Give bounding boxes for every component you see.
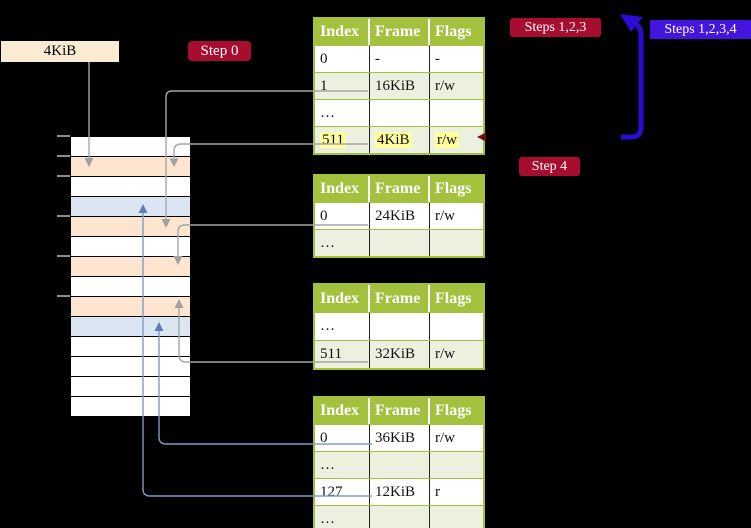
table-cell: … [315, 452, 370, 478]
table-cell: 511 [315, 341, 370, 368]
memory-frame-row-peach [71, 257, 190, 277]
memory-frame-row-white [71, 137, 190, 157]
column-header: Index [315, 285, 370, 312]
tick-mark [57, 295, 70, 297]
table-cell: 16KiB [370, 73, 430, 99]
table-cell [370, 100, 430, 126]
memory-frame-row-white [71, 237, 190, 257]
column-header: Frame [370, 398, 430, 424]
table-cell: r/w [435, 346, 455, 362]
memory-frame-row-white [71, 397, 190, 416]
loop-arrow [621, 20, 644, 140]
tick-mark [57, 155, 70, 157]
table-cell [370, 506, 430, 528]
table-cell: r/w [435, 430, 455, 446]
table-cell: 0 [315, 46, 370, 72]
tick-mark [57, 175, 70, 177]
table-cell [370, 452, 430, 478]
table-row: … [315, 451, 483, 478]
memory-frame-row-peach [71, 297, 190, 317]
tick-mark [57, 135, 70, 137]
table-row: 0-- [315, 45, 483, 72]
highlighted-value: 4KiB [375, 132, 412, 148]
table-cell: r/w [435, 208, 455, 224]
steps-1234-badge: Steps 1,2,3,4 [650, 20, 751, 39]
table-row: … [315, 99, 483, 126]
step-4-badge: Step 4 [519, 157, 580, 176]
table-cell: - [370, 46, 430, 72]
table-cell: r [435, 484, 440, 500]
table-row: … [315, 312, 483, 340]
column-header: Index [315, 398, 370, 424]
table-cell [370, 313, 430, 340]
table-cell: 127 [315, 479, 370, 505]
table-row: 511 4KiB r/w [315, 126, 483, 153]
memory-frame-row-peach [71, 217, 190, 237]
table-cell: 1 [315, 73, 370, 99]
memory-frame-row-white [71, 377, 190, 397]
table-cell: … [315, 230, 370, 256]
memory-frame-row-blue [71, 197, 190, 217]
page-size-label: 4KiB [1, 41, 119, 62]
table-cell: r/w [430, 127, 483, 153]
table-row: … [315, 229, 483, 256]
table-cell: 0 [315, 203, 370, 229]
table-cell: 511 [315, 127, 370, 153]
table-cell [430, 313, 483, 340]
column-header: Index [315, 19, 370, 45]
column-header: Flags [435, 23, 472, 40]
table-cell: 32KiB [370, 341, 430, 368]
column-header: Frame [370, 285, 430, 312]
memory-column [70, 136, 191, 417]
highlighted-value: r/w [435, 132, 459, 148]
tick-mark [57, 215, 70, 217]
table-cell: 12KiB [370, 479, 430, 505]
loop-arrowhead [620, 14, 643, 32]
table-cell [370, 230, 430, 256]
column-header: Frame [370, 19, 430, 45]
table-cell: 24KiB [370, 203, 430, 229]
memory-frame-row-white [71, 337, 190, 357]
table-cell [430, 452, 483, 478]
table-row: … [315, 505, 483, 528]
memory-frame-row-white [71, 357, 190, 377]
table-cell: - [435, 51, 440, 67]
table-cell [430, 100, 483, 126]
column-header: Frame [370, 176, 430, 202]
column-header: Flags [435, 402, 472, 419]
step-0-badge: Step 0 [188, 41, 251, 61]
column-header: Flags [435, 180, 472, 197]
memory-frame-row-blue [71, 317, 190, 337]
table-cell: … [315, 506, 370, 528]
table-cell: 36KiB [370, 425, 430, 451]
steps-123-badge: Steps 1,2,3 [510, 18, 601, 37]
memory-frame-row-peach [71, 157, 190, 177]
memory-frame-row-white [71, 277, 190, 297]
highlighted-value: 511 [320, 132, 346, 148]
table-cell: … [315, 313, 370, 340]
table-cell [430, 230, 483, 256]
table-cell: … [315, 100, 370, 126]
column-header: Flags [435, 290, 472, 307]
memory-frame-row-white [71, 177, 190, 197]
table-cell: 4KiB [370, 127, 430, 153]
column-header: Index [315, 176, 370, 202]
table-cell: r/w [435, 78, 455, 94]
tick-mark [57, 255, 70, 257]
table-cell: 0 [315, 425, 370, 451]
table-cell [430, 506, 483, 528]
